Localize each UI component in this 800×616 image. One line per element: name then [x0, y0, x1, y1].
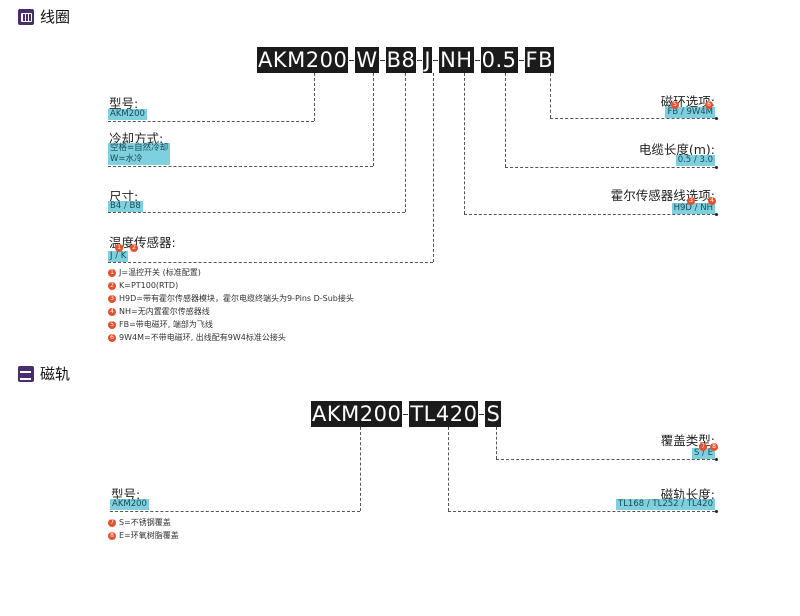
- track-model-label: 型号:: [111, 487, 141, 502]
- badge: 7: [699, 443, 707, 451]
- temp-sensor-label: 温度传感器:: [109, 235, 176, 250]
- cover-type-value: S / E: [691, 448, 715, 459]
- track-section-title: 磁轨: [40, 365, 71, 383]
- cooling-value: 空格=自然冷却 W=水冷: [108, 143, 171, 165]
- coil-section-title: 线圈: [40, 8, 71, 26]
- hall-cable-value: H9D / NH: [671, 203, 715, 214]
- code-segment: J: [423, 47, 433, 73]
- badge: 6: [705, 101, 713, 109]
- track-section-header: 磁轨: [18, 363, 70, 384]
- code-segment: NH: [439, 47, 474, 73]
- code-segment: AKM200: [257, 47, 349, 73]
- badge: 2: [130, 244, 138, 252]
- code-segment: B8: [385, 47, 417, 73]
- coil-model-code: AKM200 W B8 J NH 0.5 FB: [257, 47, 554, 73]
- badge: 4: [708, 197, 716, 205]
- coil-icon: [18, 8, 34, 25]
- hall-cable-label: 霍尔传感器线选项:: [610, 188, 715, 203]
- temp-sensor-value: J / K: [108, 251, 129, 262]
- coil-section-header: 线圈: [18, 6, 70, 27]
- code-segment: TL420: [409, 401, 479, 427]
- track-length-label: 磁轨长度:: [660, 487, 715, 502]
- size-label: 尺寸:: [109, 189, 139, 204]
- size-value: B4 / B8: [108, 201, 143, 212]
- badge: 1: [115, 244, 123, 252]
- code-segment: AKM200: [311, 401, 403, 427]
- track-model-value: AKM200: [110, 499, 149, 510]
- magnet-ring-value: FB / 9W4M: [665, 107, 715, 118]
- badge: 3: [687, 197, 695, 205]
- track-model-code: AKM200 TL420 S: [311, 401, 502, 427]
- code-segment: 0.5: [480, 47, 518, 73]
- model-label: 型号:: [109, 96, 139, 111]
- model-value: AKM200: [108, 109, 147, 120]
- code-segment: W: [355, 47, 379, 73]
- cable-length-label: 电缆长度(m):: [638, 142, 715, 157]
- code-segment: FB: [524, 47, 554, 73]
- badge: 8: [710, 443, 718, 451]
- cooling-label: 冷却方式:: [109, 131, 164, 146]
- magnet-track-icon: [18, 365, 34, 382]
- code-segment: S: [485, 401, 502, 427]
- cable-length-value: 0.5 / 3.0: [675, 155, 715, 166]
- track-length-value: TL168 / TL252 / TL420: [616, 499, 715, 510]
- badge: 5: [671, 101, 679, 109]
